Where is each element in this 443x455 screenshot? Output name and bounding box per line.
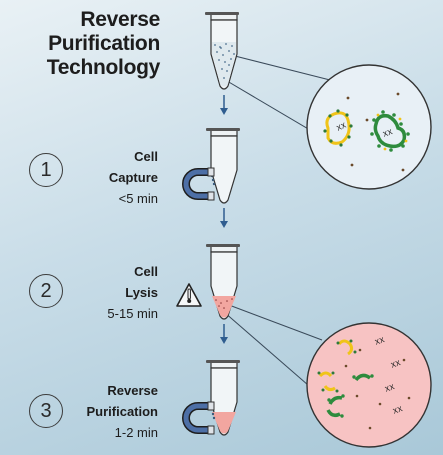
zoom-connector-lines [221,53,331,386]
zoom-circle-sample: XX XX [306,64,432,190]
svg-text:XX: XX [390,359,402,370]
green-cell: XX [370,110,410,152]
green-debris [326,373,372,418]
svg-text:XX: XX [335,121,347,132]
step-1-number: 1 [29,153,63,187]
step-1-label-line2: Capture [108,170,158,185]
warning-thermometer-icon [176,283,202,307]
step-2-label-line2: Lysis [125,285,158,300]
svg-text:XX: XX [382,128,394,139]
step-3-duration: 1-2 min [114,425,158,440]
step-3-label: Reverse Purification 1-2 min [58,380,158,443]
page-title: Reverse Purification Technology [20,8,161,80]
horseshoe-magnet-icon [182,167,215,201]
svg-text:XX: XX [392,405,404,416]
horseshoe-magnet-icon-2 [182,401,215,435]
svg-text:XX: XX [374,336,386,347]
step-2-number: 2 [29,274,63,308]
yellow-debris [318,339,354,392]
yellow-cell: XX [323,109,353,147]
step-3-label-line1: Reverse [107,383,158,398]
step-1-duration: <5 min [118,191,158,206]
step-1-label: Cell Capture <5 min [58,146,158,209]
title-line-3: Technology [46,56,161,79]
sample-tube [205,12,239,90]
step-2-duration: 5-15 min [107,306,158,321]
step-2-label-line1: Cell [134,264,158,279]
title-line-2: Purification [48,32,160,55]
lysis-tube [206,244,240,320]
down-arrow-icon [220,95,228,344]
step-3-label-line2: Purification [86,404,158,419]
svg-text:XX: XX [384,383,396,394]
capture-tube [206,128,240,204]
title-line-1: Reverse [80,8,160,31]
step-3-number: 3 [29,394,63,428]
step-2-label: Cell Lysis 5-15 min [58,261,158,324]
step-1-label-line1: Cell [134,149,158,164]
zoom-circle-lysate: XX XX XX XX [306,322,432,448]
dna-fragments: XX XX XX XX [374,336,404,416]
purification-tube [206,360,240,436]
